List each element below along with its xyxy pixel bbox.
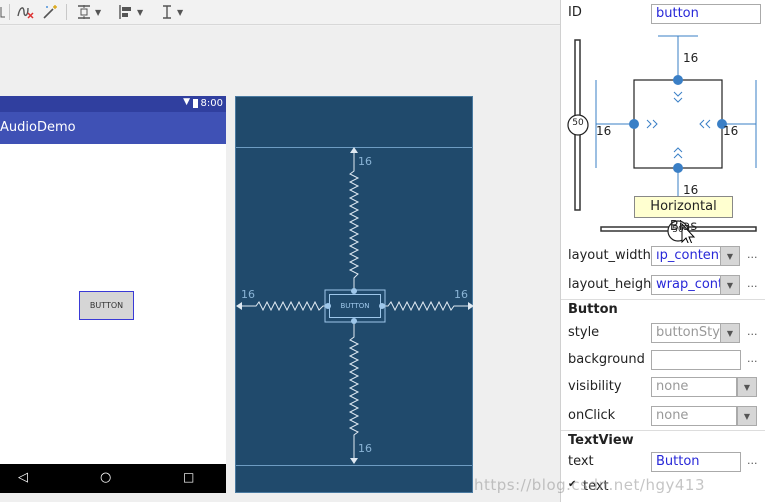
onclick-dropdown[interactable]: ▼ xyxy=(737,406,757,426)
edit-icon: ✔ xyxy=(568,479,577,490)
text-more[interactable]: ... xyxy=(747,454,758,467)
properties-panel: ID button xyxy=(560,0,765,502)
horizontal-bias-knob[interactable]: 50 xyxy=(671,225,685,235)
app-title: AudioDemo xyxy=(0,120,76,135)
vertical-bias-knob[interactable]: 50 xyxy=(572,118,584,128)
style-field[interactable]: buttonStyl xyxy=(651,323,721,343)
toolbar-edge xyxy=(0,2,6,22)
navigation-bar: ◁ ○ □ xyxy=(0,464,226,493)
app-bar: AudioDemo xyxy=(0,112,226,144)
style-label: style xyxy=(568,325,600,340)
layout-height-field[interactable]: wrap_cont xyxy=(651,275,721,295)
constraint-diagram xyxy=(567,35,757,243)
id-label: ID xyxy=(568,5,582,20)
margin-bottom-label: 16 xyxy=(358,442,372,455)
layout-height-more[interactable]: ... xyxy=(747,277,758,290)
style-dropdown[interactable]: ▼ xyxy=(720,323,740,343)
text-tools-label: text xyxy=(583,479,609,494)
toolbar-separator xyxy=(66,4,67,20)
horizontal-bias-tooltip: Horizontal Bias xyxy=(634,196,733,234)
chevron-down-icon: ▼ xyxy=(137,7,144,17)
constraint-widget: 16 16 16 16 50 50 Horizontal Bias xyxy=(561,28,765,243)
layout-width-field[interactable]: ıp_content xyxy=(651,246,721,266)
align-icon xyxy=(119,5,131,19)
divider xyxy=(561,430,765,431)
right-margin-value[interactable]: 16 xyxy=(723,124,739,138)
recents-icon[interactable]: □ xyxy=(183,470,195,484)
left-margin-value[interactable]: 16 xyxy=(596,124,612,138)
watermark: https://blog.csdn.net/hgy413 xyxy=(474,476,705,494)
magic-wand-icon xyxy=(43,5,57,19)
infer-constraints-button[interactable] xyxy=(42,2,60,22)
chevron-down-icon: ▼ xyxy=(95,7,102,17)
toolbar-separator xyxy=(9,4,10,20)
style-more[interactable]: ... xyxy=(747,325,758,338)
section-textview-title: TextView xyxy=(568,433,634,448)
background-field[interactable] xyxy=(651,350,741,370)
blueprint-button[interactable]: BUTTON xyxy=(329,294,381,318)
status-bar: ▼ 8:00 xyxy=(0,96,226,112)
id-field[interactable]: button xyxy=(651,4,761,24)
layout-toolbar: ▼ ▼ ▼ xyxy=(0,0,560,25)
wifi-icon: ▼ xyxy=(183,97,190,107)
visibility-field[interactable]: none xyxy=(651,377,737,397)
margin-top-label: 16 xyxy=(358,155,372,168)
bottom-boundary xyxy=(236,465,472,466)
onclick-label: onClick xyxy=(568,408,616,423)
layout-width-more[interactable]: ... xyxy=(747,248,758,261)
section-button-title: Button xyxy=(568,302,618,317)
partial-icon xyxy=(0,7,5,18)
text-field[interactable]: Button xyxy=(651,452,741,472)
guidelines-button[interactable]: ▼ xyxy=(160,2,183,22)
layout-width-label: layout_width xyxy=(568,248,651,263)
bottom-margin-value[interactable]: 16 xyxy=(683,183,699,197)
visibility-dropdown[interactable]: ▼ xyxy=(737,377,757,397)
layout-height-dropdown[interactable]: ▼ xyxy=(720,275,740,295)
layout-width-dropdown[interactable]: ▼ xyxy=(720,246,740,266)
margin-left-label: 16 xyxy=(241,288,255,301)
visibility-label: visibility xyxy=(568,379,622,394)
blueprint-view[interactable]: BUTTON 16 16 16 16 xyxy=(235,96,474,493)
background-more[interactable]: ... xyxy=(747,352,758,365)
back-icon[interactable]: ◁ xyxy=(18,470,28,485)
pack-button[interactable]: ▼ xyxy=(76,2,101,22)
clear-constraints-button[interactable] xyxy=(16,2,34,22)
battery-icon xyxy=(193,99,198,108)
guidelines-icon xyxy=(163,5,171,19)
text-label: text xyxy=(568,454,594,469)
design-canvas[interactable]: ▼ 8:00 AudioDemo BUTTON ◁ ○ □ xyxy=(0,26,560,502)
divider xyxy=(561,299,765,300)
home-icon[interactable]: ○ xyxy=(100,470,112,485)
top-margin-value[interactable]: 16 xyxy=(683,51,699,65)
onclick-field[interactable]: none xyxy=(651,406,737,426)
background-label: background xyxy=(568,352,645,367)
pack-icon xyxy=(78,5,90,19)
design-preview[interactable]: ▼ 8:00 AudioDemo BUTTON ◁ ○ □ xyxy=(0,96,226,493)
margin-right-label: 16 xyxy=(454,288,468,301)
align-button[interactable]: ▼ xyxy=(118,2,143,22)
chevron-down-icon: ▼ xyxy=(177,7,184,17)
layout-height-label: layout_height xyxy=(568,277,657,292)
clear-constraints-icon xyxy=(17,7,34,19)
preview-button[interactable]: BUTTON xyxy=(79,291,134,320)
status-time: 8:00 xyxy=(200,98,223,109)
